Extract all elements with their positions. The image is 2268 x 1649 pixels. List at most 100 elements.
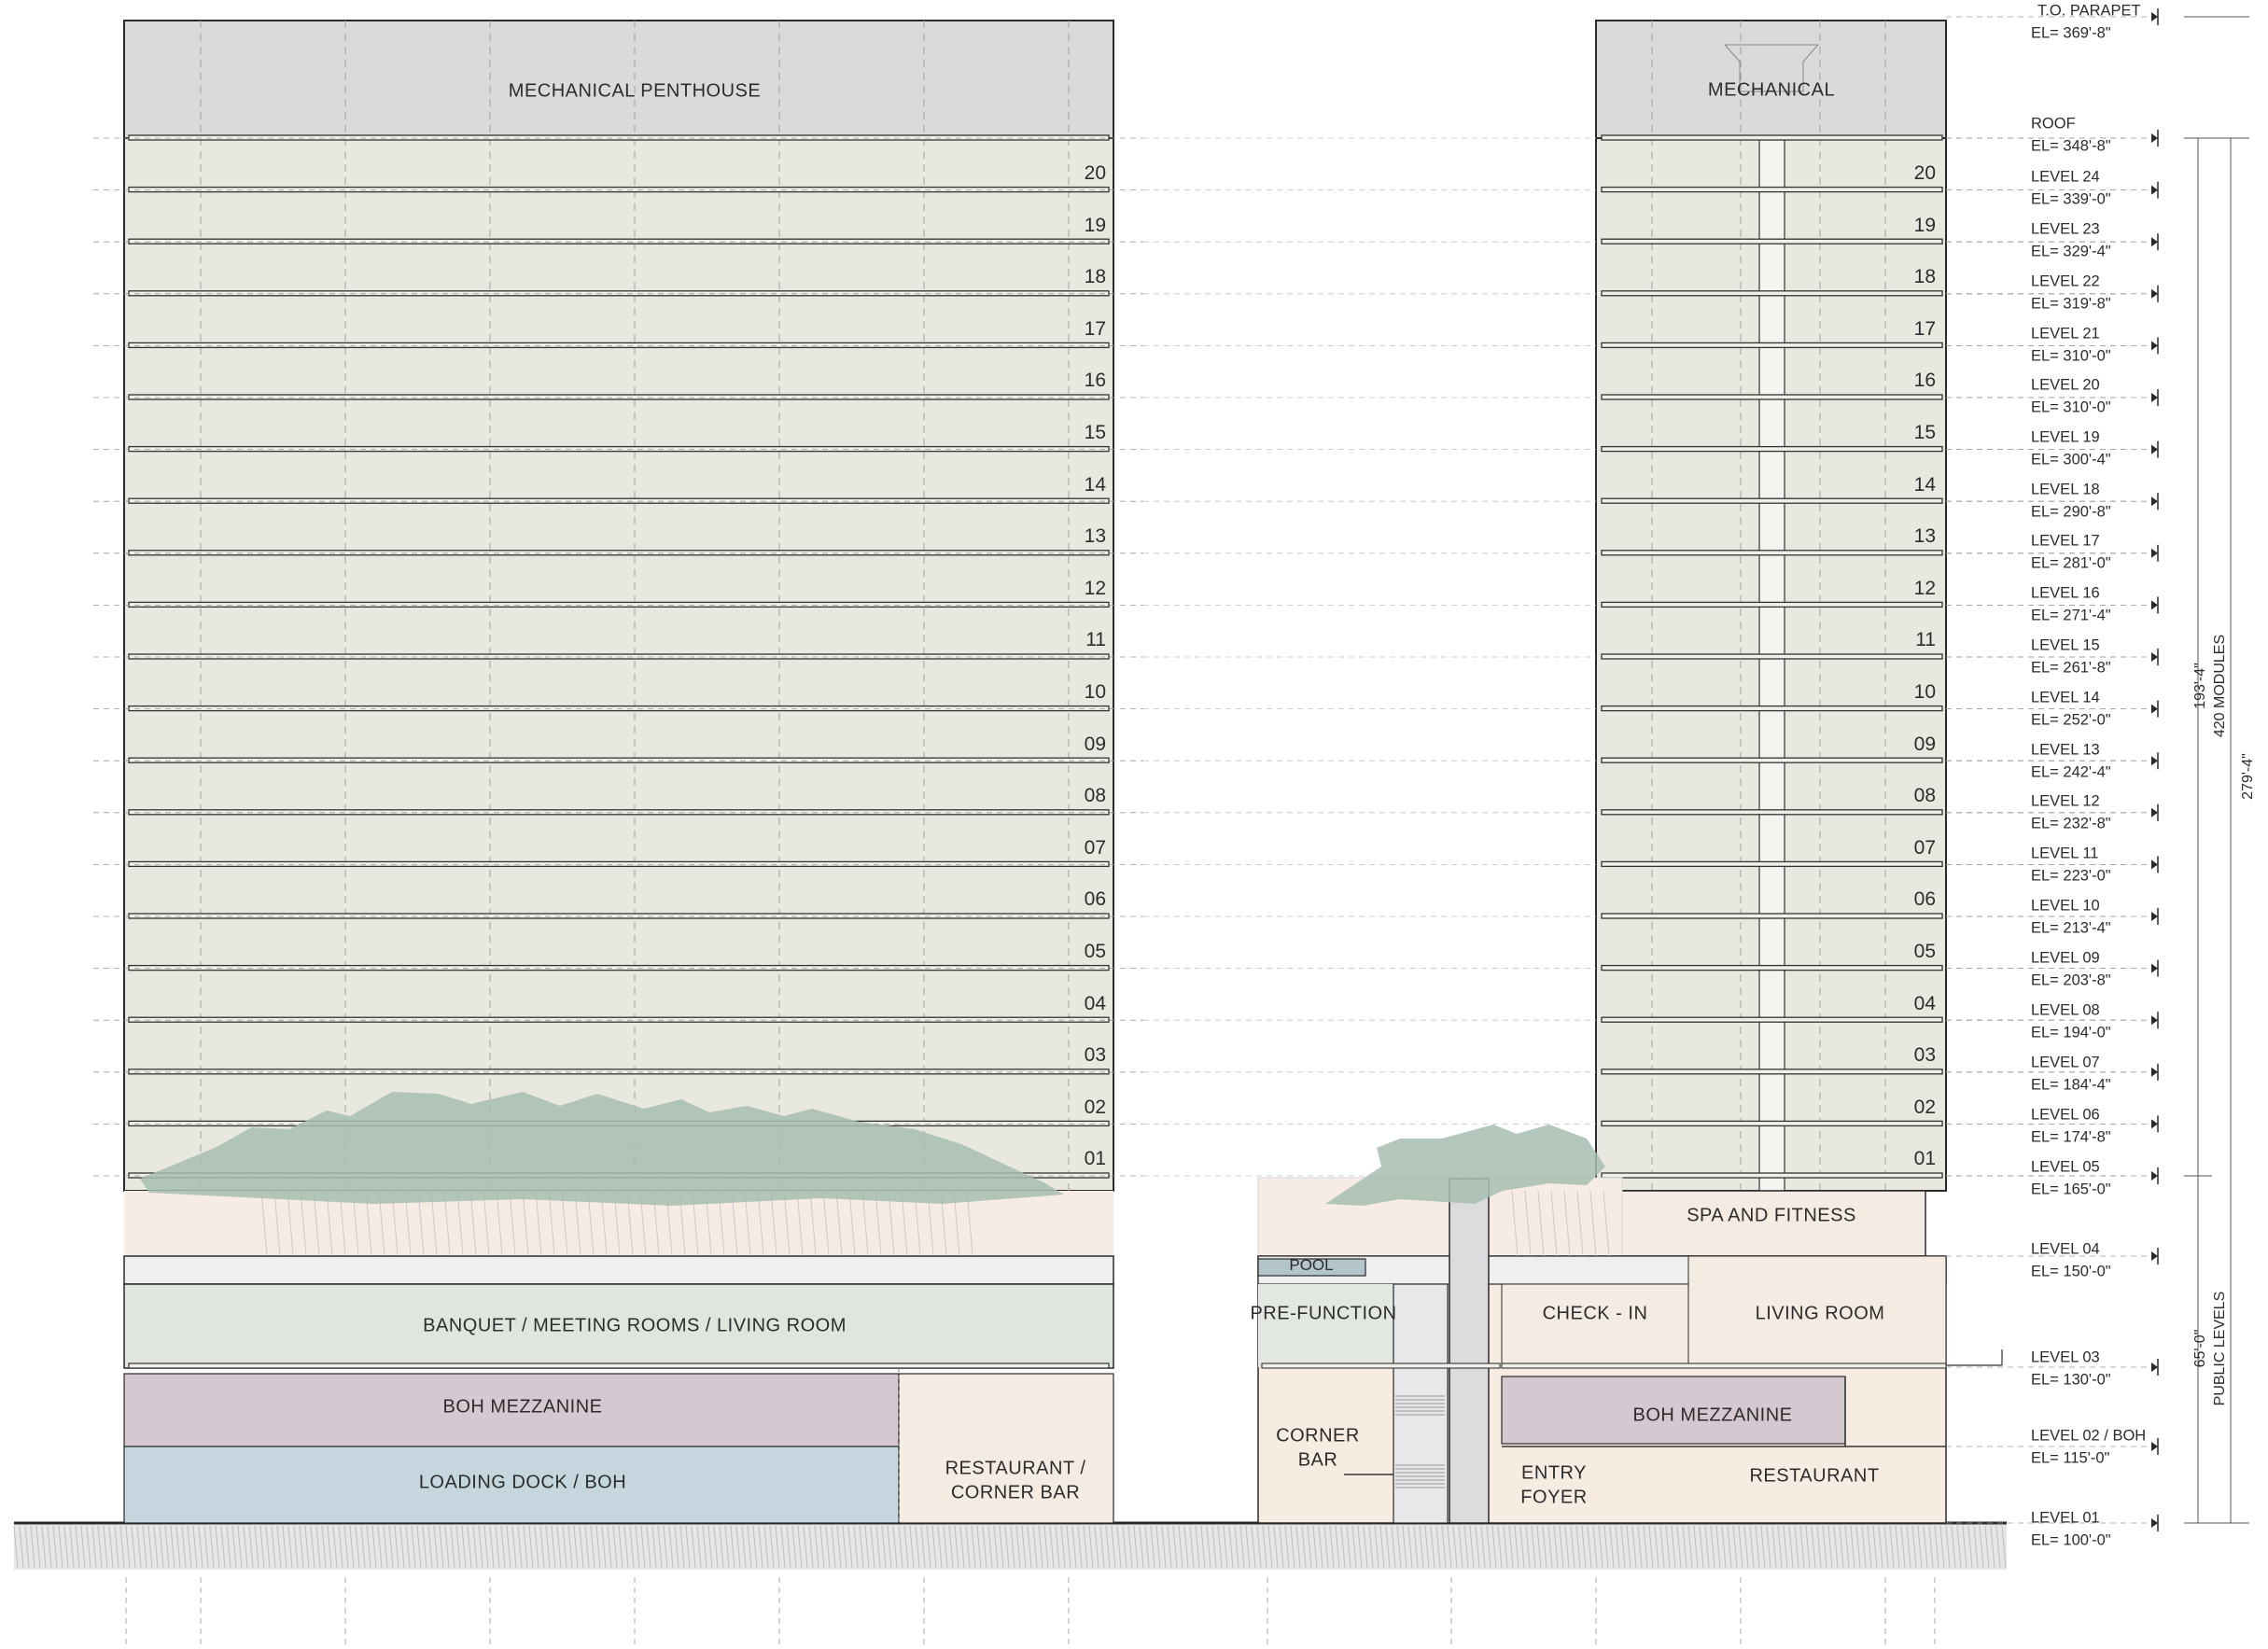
ground-hatch-line [1379,1525,1385,1569]
ground-hatch-line [1727,1525,1732,1569]
west-floor-number: 02 [1084,1096,1106,1118]
west-floor-slab [128,445,1110,453]
ground-hatch-line [1760,1525,1766,1569]
east-floor-number: 18 [1913,266,1936,288]
west-floor-slab [128,964,1110,971]
level-marker [2151,548,2158,558]
ground-hatch-line [976,1525,982,1569]
ground-hatch-line [282,1525,287,1569]
ground-hatch-line [635,1525,640,1569]
ground-hatch-line [1939,1525,1945,1569]
ground-hatch-line [1133,1525,1139,1569]
ground-hatch-line [1329,1525,1335,1569]
west-root-line [796,1190,804,1256]
ground-hatch-line [1704,1525,1710,1569]
east-floor-number: 17 [1913,317,1936,340]
ground-hatch-line [203,1525,209,1569]
ground-hatch-line [1850,1525,1855,1569]
ground-hatch-line [495,1525,500,1569]
ground-hatch-line [1508,1525,1514,1569]
east-floor-number: 13 [1913,525,1936,548]
west-restaurant-label-2: CORNER BAR [950,1482,1081,1503]
east-floor-number: 01 [1913,1148,1936,1170]
ground-hatch-line [999,1525,1004,1569]
east-check-in-label: CHECK - IN [1542,1303,1648,1324]
ground-hatch-line [668,1525,674,1569]
ground-hatch-line [562,1525,567,1569]
ground-hatch-line [1816,1525,1822,1569]
west-floor-slab [128,653,1110,660]
ground-hatch-line [1385,1525,1391,1569]
ground-hatch-line [287,1525,293,1569]
east-elevator-core [1449,1178,1490,1524]
ground-hatch-line [1430,1525,1435,1569]
ground-hatch-line [1822,1525,1827,1569]
ground-hatch-line [1043,1525,1049,1569]
west-root-line [313,1190,320,1256]
ground-hatch-line [1979,1525,1984,1569]
ground-hatch-line [1183,1525,1189,1569]
ground-hatch-line [903,1525,909,1569]
ground-hatch-line [1771,1525,1777,1569]
ground-hatch-line [1088,1525,1094,1569]
level-name: LEVEL 23 [2031,220,2100,238]
ground-hatch-line [769,1525,775,1569]
ground-hatch-line [1351,1525,1357,1569]
ground-hatch-line [1844,1525,1850,1569]
ground-hatch-line [355,1525,360,1569]
level-name: LEVEL 12 [2031,792,2100,810]
ground-hatch-line [1295,1525,1301,1569]
ground-hatch-line [842,1525,847,1569]
level-name: LEVEL 20 [2031,376,2100,394]
ground-hatch-line [489,1525,495,1569]
ground-hatch-line [1083,1525,1088,1569]
level-elevation: EL= 348'-8" [2031,137,2111,155]
west-root-line [848,1190,856,1256]
ground-hatch-line [321,1525,327,1569]
east-floor-slab [1601,342,1943,349]
ground-hatch-line [752,1525,758,1569]
ground-hatch-line [215,1525,220,1569]
ground-hatch-line [1906,1525,1911,1569]
west-tower-body [123,137,1114,1192]
ground-hatch-line [1010,1525,1015,1569]
level-marker [2151,288,2158,299]
ground-hatch-line [1917,1525,1923,1569]
ground-hatch-line [461,1525,467,1569]
ground-hatch-line [1861,1525,1867,1569]
level-name: LEVEL 07 [2031,1054,2100,1071]
level-name: LEVEL 22 [2031,273,2100,290]
ground-hatch-line [1497,1525,1503,1569]
east-living-room-label: LIVING ROOM [1755,1303,1885,1324]
ground-hatch-line [1519,1525,1525,1569]
ground-hatch-line [1581,1525,1587,1569]
east-corner-bar-label-2: BAR [1297,1449,1338,1471]
ground-hatch-line [1659,1525,1665,1569]
ground-hatch-line [1592,1525,1598,1569]
ground-hatch-line [125,1525,131,1569]
ground-hatch-line [338,1525,343,1569]
ground-hatch-line [427,1525,433,1569]
level-name: LEVEL 14 [2031,689,2100,706]
ground-hatch-line [1374,1525,1379,1569]
ground-hatch-line [1743,1525,1749,1569]
ground-hatch-line [1486,1525,1491,1569]
ground-hatch-line [1962,1525,1967,1569]
level-elevation: EL= 261'-8" [2031,659,2111,677]
east-root-line [1589,1190,1597,1257]
ground-hatch-line [1340,1525,1346,1569]
level-marker [2151,185,2158,195]
west-banquet-label: BANQUET / MEETING ROOMS / LIVING ROOM [423,1315,847,1336]
ground-hatch-line [965,1525,971,1569]
level-name: LEVEL 10 [2031,897,2100,915]
level-elevation: EL= 329'-4" [2031,243,2111,260]
level-elevation: EL= 339'-0" [2031,190,2111,208]
level-marker [2151,1251,2158,1261]
level-marker [2151,704,2158,714]
level-elevation: EL= 165'-0" [2031,1181,2111,1198]
west-floor-number: 03 [1084,1044,1106,1067]
ground-hatch-line [147,1525,153,1569]
ground-hatch-line [859,1525,864,1569]
ground-hatch-line [1346,1525,1351,1569]
west-floor-number: 09 [1084,733,1106,755]
